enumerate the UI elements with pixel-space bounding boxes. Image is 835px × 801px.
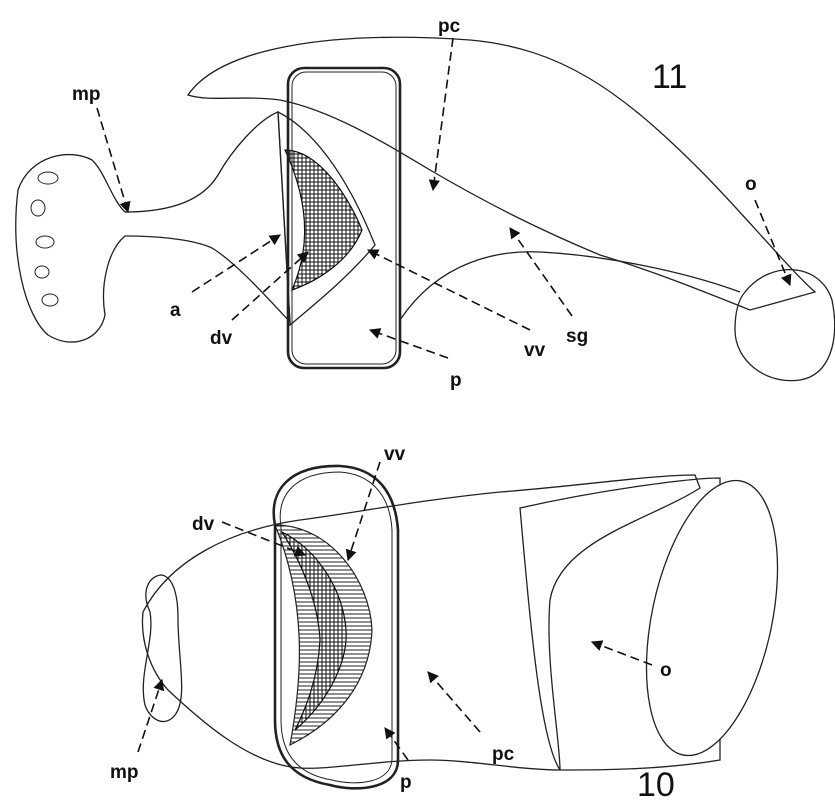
figure-10: vv dv mp pc o p 10 bbox=[110, 444, 800, 801]
label-dv-10: dv bbox=[192, 514, 215, 535]
label-a-11: a bbox=[170, 300, 181, 321]
lead-pc-11 bbox=[433, 38, 453, 190]
lead-mp-10 bbox=[138, 680, 162, 752]
lead-o-10 bbox=[592, 642, 652, 665]
mouth-plate-pores bbox=[31, 172, 58, 306]
label-mp-10: mp bbox=[110, 762, 139, 783]
lead-sg-11 bbox=[510, 228, 572, 316]
figure-11: mp pc o a dv vv sg p 11 bbox=[16, 16, 835, 391]
mouth-plate-11 bbox=[16, 112, 290, 342]
label-vv-11: vv bbox=[524, 340, 546, 361]
figure-number-11: 11 bbox=[652, 58, 687, 96]
label-dv-11: dv bbox=[210, 328, 233, 349]
label-mp-11: mp bbox=[72, 84, 101, 105]
label-o-10: o bbox=[660, 660, 672, 681]
label-p-11: p bbox=[450, 370, 462, 391]
label-pc-10: pc bbox=[492, 744, 515, 765]
label-sg-11: sg bbox=[566, 326, 588, 347]
lead-mp-11 bbox=[97, 108, 128, 212]
pharyngeal-cavity-10 bbox=[365, 550, 494, 740]
oesophagus-11 bbox=[735, 270, 835, 381]
label-o-11: o bbox=[745, 174, 757, 195]
dorsal-valve-11 bbox=[285, 150, 362, 290]
label-pc-11: pc bbox=[438, 16, 461, 37]
lead-vv-11 bbox=[368, 250, 530, 330]
figure-number-10: 10 bbox=[637, 766, 675, 801]
lead-p-11 bbox=[370, 330, 448, 358]
label-vv-10: vv bbox=[384, 444, 406, 465]
lead-a-11 bbox=[192, 235, 280, 292]
mouth-plate-10 bbox=[143, 575, 181, 722]
label-p-10: p bbox=[400, 772, 412, 793]
